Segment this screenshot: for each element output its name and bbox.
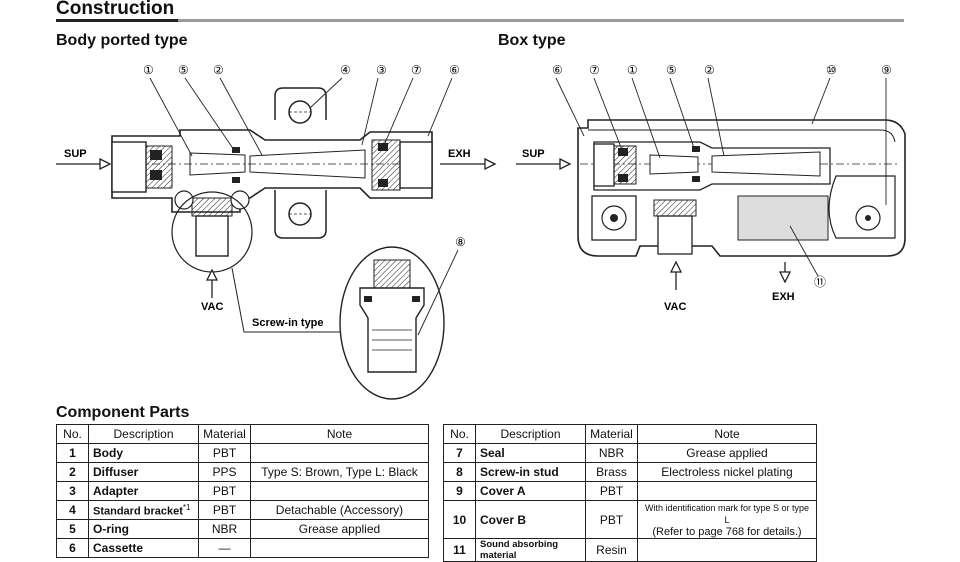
svg-text:①: ①	[627, 63, 638, 77]
col-material-header: Material	[198, 424, 251, 444]
page-title: Construction	[56, 0, 175, 19]
svg-text:⑥: ⑥	[449, 63, 460, 77]
exh-arrow-right	[778, 262, 792, 284]
col-no-header: No.	[56, 424, 89, 444]
vac-arrow-right	[669, 260, 683, 290]
cover-b-note-line1: With identification mark for type S or t…	[644, 502, 810, 525]
table-row: 10 Cover B PBT With identification mark …	[443, 500, 817, 539]
svg-text:②: ②	[704, 63, 715, 77]
bracket-top	[274, 87, 327, 124]
callout-2-right: ②	[704, 63, 725, 157]
table-row: 8 Screw-in stud Brass Electroless nickel…	[443, 462, 817, 482]
component-parts-table-right: No. Description Material Note 7 Seal NBR…	[443, 424, 817, 562]
exh-arrow-left	[440, 157, 497, 171]
table-header-row: No. Description Material Note	[443, 424, 817, 444]
callouts-right: ⑥ ⑦ ① ⑤ ② ⑩ ⑨	[552, 63, 892, 289]
col-no-header: No.	[443, 424, 476, 444]
callout-10-right: ⑩	[811, 63, 837, 125]
svg-text:⑦: ⑦	[589, 63, 600, 77]
table-row: 1 Body PBT	[56, 443, 429, 463]
callout-5-right: ⑤	[666, 63, 695, 149]
exh-label-right: EXH	[772, 291, 795, 303]
svg-text:②: ②	[213, 63, 224, 77]
table-header-row: No. Description Material Note	[56, 424, 429, 444]
table-row: 7 Seal NBR Grease applied	[443, 443, 817, 463]
callout-2-left: ②	[213, 63, 263, 156]
exh-label-left: EXH	[448, 148, 471, 160]
sup-arrow-right	[516, 157, 572, 171]
callouts-left: ① ⑤ ② ④ ③ ⑦ ⑥	[143, 63, 466, 336]
svg-text:⑤: ⑤	[178, 63, 189, 77]
callout-6-right: ⑥	[552, 63, 585, 137]
footnote-marker: *1	[182, 502, 191, 512]
body-ported-drawing: SUP EXH VAC Screw-in type	[56, 63, 497, 400]
svg-text:③: ③	[376, 63, 387, 77]
col-note-header: Note	[637, 424, 817, 444]
svg-text:⑨: ⑨	[881, 63, 892, 77]
table-row: 3 Adapter PBT	[56, 481, 429, 501]
svg-text:⑪: ⑪	[814, 275, 826, 289]
sup-label-left: SUP	[64, 148, 87, 160]
vac-arrow-left	[205, 268, 219, 298]
construction-drawings: SUP EXH VAC Screw-in type	[56, 63, 906, 400]
callout-1-left: ①	[143, 63, 193, 157]
standard-bracket-label: Standard bracket	[93, 505, 183, 518]
svg-text:⑥: ⑥	[552, 63, 563, 77]
col-description-header: Description	[475, 424, 586, 444]
table-row: 5 O-ring NBR Grease applied	[56, 519, 429, 539]
box-type-drawing: SUP VAC EXH ⑥ ⑦ ①	[516, 63, 906, 313]
svg-text:⑦: ⑦	[411, 63, 422, 77]
table-row: 11 Sound absorbing material Resin	[443, 538, 817, 562]
callout-6-left: ⑥	[427, 63, 460, 137]
col-description-header: Description	[88, 424, 199, 444]
callout-7-left: ⑦	[384, 63, 422, 144]
callout-11-right: ⑪	[789, 225, 826, 289]
callout-1-right: ①	[627, 63, 661, 159]
callout-4-left: ④	[309, 63, 351, 109]
callout-8-left: ⑧	[417, 235, 466, 336]
box-type-title: Box type	[498, 32, 566, 49]
callout-9-right: ⑨	[881, 63, 892, 205]
svg-text:①: ①	[143, 63, 154, 77]
vac-label-right: VAC	[664, 301, 686, 313]
callout-5-left: ⑤	[178, 63, 235, 151]
sup-arrow-left	[56, 157, 112, 171]
table-row: 4 Standard bracket*1 PBT Detachable (Acc…	[56, 500, 429, 520]
callout-7-right: ⑦	[589, 63, 623, 151]
table-row: 2 Diffuser PPS Type S: Brown, Type L: Bl…	[56, 462, 429, 482]
title-rule-accent	[56, 19, 178, 22]
cover-b-note-line2: (Refer to page 768 for details.)	[652, 525, 802, 538]
body-ported-title: Body ported type	[56, 32, 188, 49]
svg-text:⑤: ⑤	[666, 63, 677, 77]
component-parts-title: Component Parts	[56, 404, 190, 421]
screw-in-detail	[339, 246, 445, 400]
callout-3-left: ③	[361, 63, 387, 146]
bracket-bottom	[274, 190, 327, 239]
svg-text:④: ④	[340, 63, 351, 77]
vac-label-left: VAC	[201, 301, 223, 313]
svg-text:⑩: ⑩	[826, 63, 837, 77]
svg-text:⑧: ⑧	[455, 235, 466, 249]
col-note-header: Note	[250, 424, 429, 444]
title-rule	[56, 19, 904, 22]
table-row: 6 Cassette —	[56, 538, 429, 558]
table-row: 9 Cover A PBT	[443, 481, 817, 501]
sup-label-right: SUP	[522, 148, 545, 160]
screw-in-type-label: Screw-in type	[252, 317, 324, 329]
col-material-header: Material	[585, 424, 638, 444]
component-parts-table-left: No. Description Material Note 1 Body PBT…	[56, 424, 429, 558]
